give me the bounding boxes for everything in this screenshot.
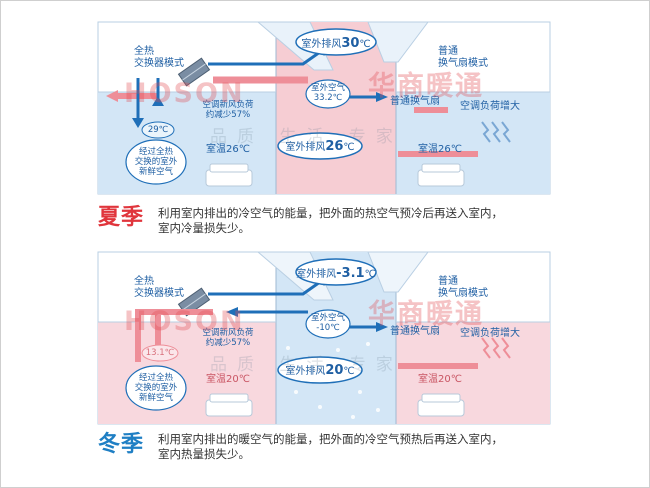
watermark-slogan-winter: 品质 生活 专家 (210, 355, 403, 375)
winter-fresh-temp-bubble (141, 344, 179, 362)
winter-label-left-1: 全热 (134, 276, 154, 287)
winter-fan-label: 普通换气扇 (390, 326, 440, 337)
winter-outdoor-air: 室外空气 -10℃ (310, 313, 345, 333)
summer-mode-label-right: 普通 换气扇模式 (438, 46, 488, 70)
winter-diagram-graphic (97, 251, 551, 425)
summer-heat-exchanger (177, 57, 211, 87)
summer-heat-wave-2 (491, 121, 501, 143)
winter-label-left-2: 交换器模式 (134, 288, 184, 299)
winter-fresh-air-note: 经过全热 交换的室外 新鲜空气 (134, 373, 178, 403)
winter-room-temp-right: 室温20℃ (418, 374, 462, 385)
winter-fresh-air-bubble (125, 365, 187, 411)
summer-caption: 利用室内排出的冷空气的能量，把外面的热空气预冷后再送入室内， 室内冷量损失少。 (158, 206, 558, 236)
summer-heat-wave-3 (501, 121, 511, 143)
summer-outdoor-exhaust: 室外排风30℃ (301, 36, 371, 51)
winter-snowflakes (286, 342, 380, 419)
winter-title: 冬季 (98, 432, 145, 457)
winter-cold-exhaust-arrow (208, 280, 321, 296)
watermark-brand-cn-winter: 华商暖通 (368, 299, 484, 330)
summer-caption-line1: 利用室内排出的冷空气的能量，把外面的热空气预冷后再送入室内， (158, 206, 503, 220)
winter-sofa-left (205, 393, 253, 417)
summer-fresh-air-arrowhead (132, 118, 144, 128)
summer-label-right-1: 普通 (438, 46, 458, 57)
winter-label-right-2: 换气扇模式 (438, 288, 488, 299)
winter-caption: 利用室内排出的暖空气的能量，把外面的冷空气预热后再送入室内， 室内热量损失少。 (158, 432, 558, 462)
winter-exhaust2-bubble (277, 356, 363, 384)
summer-load-increase: 空调负荷增大 (460, 101, 520, 112)
winter-mode-label-left: 全热 交换器模式 (134, 276, 184, 300)
summer-fresh-air-note: 经过全热 交换的室外 新鲜空气 (134, 147, 178, 177)
summer-exhaust-bubble (295, 28, 377, 56)
summer-room-temp-left: 室温26℃ (206, 144, 250, 155)
winter-caption-line2: 室内热量损失少。 (158, 447, 250, 461)
summer-fresh-temp-bubble (141, 121, 175, 139)
winter-heat-wave-2 (491, 337, 501, 359)
summer-outdoor-air: 室外空气 33.2℃ (310, 83, 345, 103)
watermark-brand-summer: HOSON (124, 78, 245, 109)
watermark-brand-cn-summer: 华商暖通 (368, 71, 484, 102)
winter-roof-right (367, 251, 429, 293)
winter-fresh-temp: 13.1℃ (145, 348, 175, 358)
summer-exhaust2-bubble (277, 132, 363, 160)
winter-warm-exhaust-arrow (135, 309, 213, 362)
summer-diagram: 全热 交换器模式 普通 换气扇模式 室外排风30℃ 室外空气 33.2℃ 空调新… (97, 21, 551, 195)
summer-exhaust2: 室外排风26℃ (285, 139, 355, 154)
summer-label-left-2: 交换器模式 (134, 58, 184, 69)
summer-load-reduce: 空调新风负荷 约减少57% (202, 100, 254, 120)
winter-exhaust-bubble (295, 258, 377, 286)
watermark-slogan-summer: 品质 生活 专家 (210, 127, 403, 147)
summer-fresh-temp: 29℃ (147, 125, 169, 135)
winter-heat-wave-3 (501, 337, 511, 359)
summer-sofa-right (417, 163, 465, 187)
winter-heat-wave-1 (481, 337, 491, 359)
summer-outdoor-air-bubble (305, 79, 351, 109)
summer-fan-label: 普通换气扇 (390, 96, 440, 107)
summer-title: 夏季 (98, 205, 145, 230)
summer-red-arrowhead (106, 90, 118, 102)
summer-caption-line2: 室内冷量损失少。 (158, 221, 250, 235)
winter-diagram: 全热 交换器模式 普通 换气扇模式 室外排风-3.1℃ 室外空气 -10℃ 空调… (97, 251, 551, 425)
winter-sofa-right (417, 393, 465, 417)
winter-room-temp-left: 室温20℃ (206, 374, 250, 385)
winter-mode-label-right: 普通 换气扇模式 (438, 276, 488, 300)
summer-fresh-air-bubble (125, 139, 187, 185)
winter-label-right-1: 普通 (438, 276, 458, 287)
summer-mode-label-left: 全热 交换器模式 (134, 46, 184, 70)
winter-caption-line1: 利用室内排出的暖空气的能量，把外面的冷空气预热后再送入室内， (158, 432, 503, 446)
winter-load-reduce: 空调新风负荷 约减少57% (202, 328, 254, 348)
summer-diagram-graphic (97, 21, 551, 195)
winter-exhaust2: 室外排风20℃ (285, 363, 355, 378)
winter-outdoor-air-bubble (305, 309, 351, 339)
summer-exhaust-arrow (208, 50, 321, 66)
winter-outdoor-exhaust: 室外排风-3.1℃ (296, 266, 376, 281)
watermark-brand-winter: HOSON (124, 306, 245, 337)
winter-load-increase: 空调负荷增大 (460, 328, 520, 339)
summer-roof-right (367, 21, 429, 63)
summer-label-left-1: 全热 (134, 46, 154, 57)
summer-label-right-2: 换气扇模式 (438, 58, 488, 69)
summer-sofa-left (205, 163, 253, 187)
summer-heat-wave-1 (481, 121, 491, 143)
summer-room-temp-right: 室温26℃ (418, 144, 462, 155)
